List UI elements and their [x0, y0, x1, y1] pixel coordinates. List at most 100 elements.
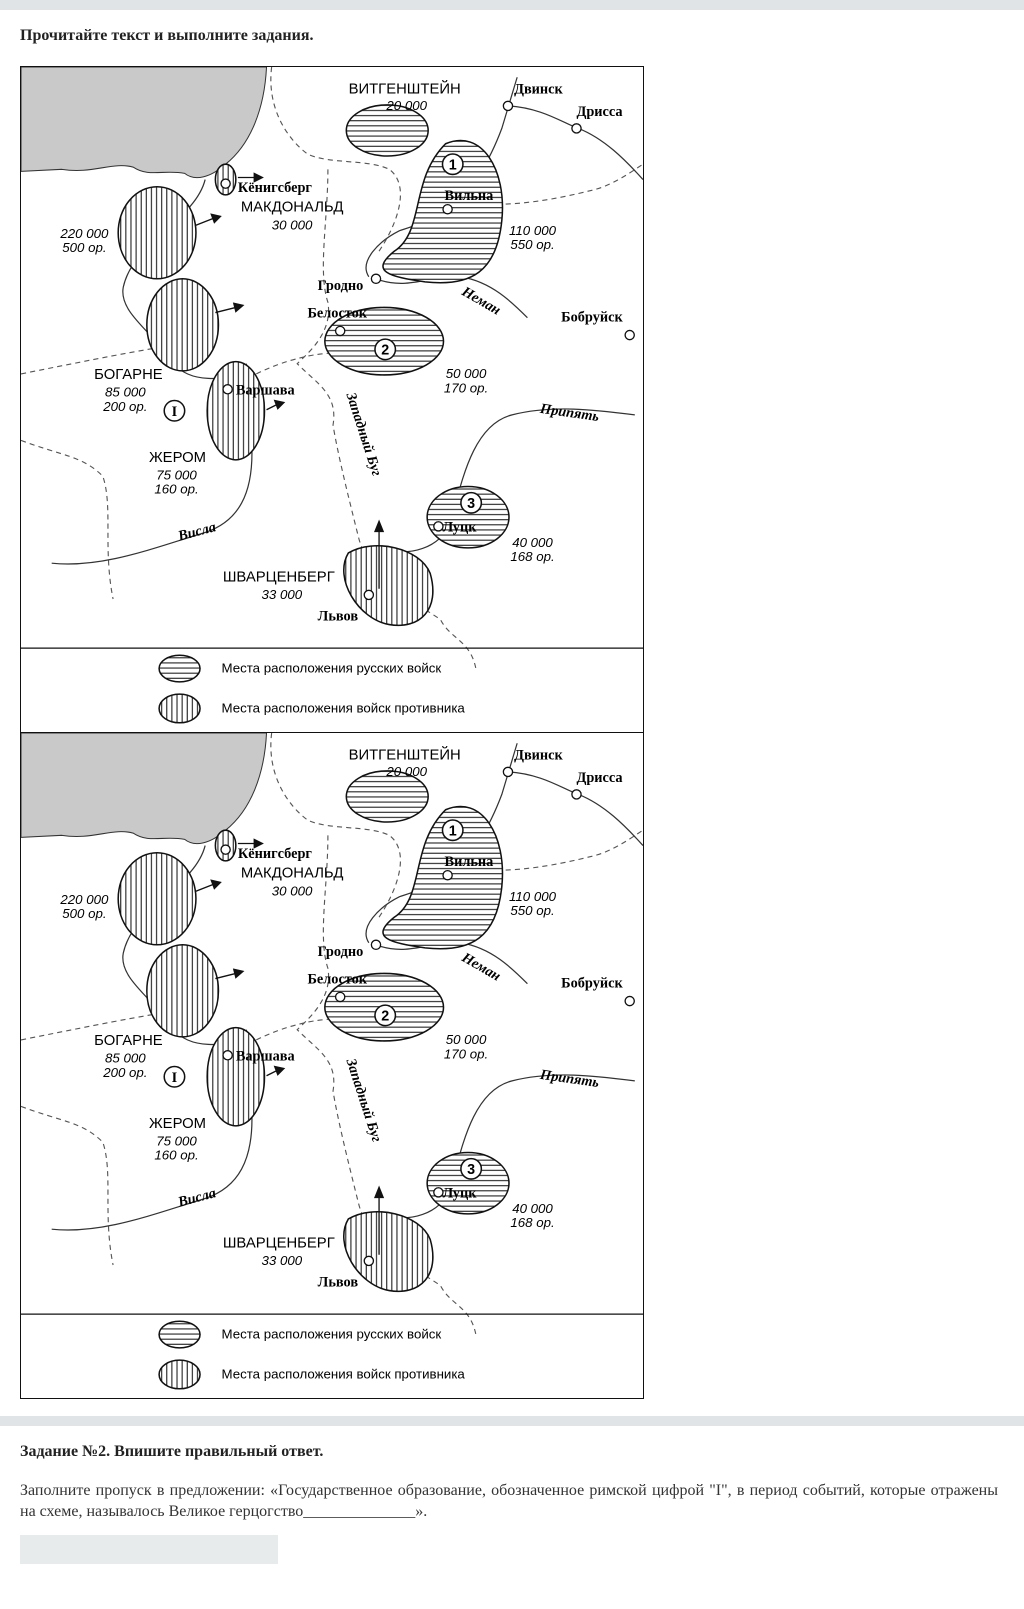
- first-army-area: [382, 139, 504, 284]
- label-wittgenstein-n: 20 000: [385, 98, 427, 113]
- label-army1-g: 550 ор.: [510, 237, 554, 252]
- city-bobruisk: Бобруйск: [561, 310, 623, 326]
- river-pripyat: Припять: [538, 1067, 600, 1091]
- city-dots: [220, 100, 635, 601]
- label-army2-n: 50 000: [446, 1032, 487, 1047]
- sea: [21, 733, 268, 845]
- city-vilna: Вильна: [445, 854, 494, 870]
- task-question: Заполните пропуск в предложении: «Госуда…: [20, 1482, 998, 1520]
- section-divider: [0, 1416, 1024, 1426]
- label-jerome-g: 160 ор.: [154, 1148, 198, 1163]
- legend-enemy-swatch: [158, 693, 201, 724]
- wittgenstein-army-area: [345, 104, 429, 157]
- city-bialystok: Белосток: [307, 972, 367, 988]
- city-konigsberg: Кёнигсберг: [238, 180, 313, 196]
- label-bogarne-g: 200 ор.: [102, 399, 147, 414]
- legend-enemy: Места расположения войск противника: [222, 701, 466, 716]
- label-macdonald-n: 30 000: [272, 884, 313, 899]
- first-army-area: [382, 805, 504, 950]
- label-army3-g: 168 ор.: [510, 1215, 554, 1230]
- label-schwarzenberg: ШВАРЦЕНБЕРГ: [223, 1236, 335, 1252]
- roman-marker-i: I: [172, 404, 178, 420]
- legend-russian-swatch: [158, 1320, 201, 1349]
- river-neman: Неман: [458, 949, 503, 984]
- legend-enemy-swatch: [158, 1359, 201, 1390]
- legend-russian-swatch: [158, 654, 201, 683]
- warsaw-enemy-area: [206, 360, 266, 461]
- city-bobruisk: Бобруйск: [561, 976, 623, 992]
- city-warsaw: Варшава: [236, 1048, 295, 1064]
- third-army-area: [426, 485, 510, 549]
- army-marker-2: 2: [381, 342, 389, 358]
- bogarne-enemy-area: [146, 278, 220, 372]
- roman-marker-i: I: [172, 1070, 178, 1086]
- label-wittgenstein: ВИТГЕНШТЕЙН: [349, 746, 461, 764]
- warsaw-enemy-area: [206, 1026, 266, 1127]
- army-marker-1: 1: [449, 157, 457, 173]
- label-army1-g: 550 ор.: [510, 903, 554, 918]
- river-bug: Западный Буг: [342, 390, 384, 478]
- city-lviv: Львов: [318, 608, 359, 624]
- river-bug: Западный Буг: [342, 1056, 384, 1144]
- river-neman: Неман: [458, 283, 503, 318]
- label-jerome-g: 160 ор.: [154, 482, 198, 497]
- city-dvinsk: Двинск: [514, 82, 563, 98]
- label-army2-g: 170 ор.: [444, 1046, 488, 1061]
- label-wittgenstein: ВИТГЕНШТЕЙН: [349, 80, 461, 98]
- city-konigsberg: Кёнигсберг: [238, 846, 313, 862]
- army-marker-1: 1: [449, 823, 457, 839]
- label-army3-n: 40 000: [512, 535, 553, 550]
- label-west-n: 220 000: [59, 892, 109, 907]
- label-army1-n: 110 000: [509, 889, 557, 904]
- label-army2-g: 170 ор.: [444, 380, 488, 395]
- third-army-area: [426, 1151, 510, 1215]
- label-macdonald: МАКДОНАЛЬД: [241, 865, 344, 881]
- label-bogarne: БОГАРНЕ: [94, 367, 163, 383]
- city-dvinsk: Двинск: [514, 748, 563, 764]
- page-title: Прочитайте текст и выполните задания.: [20, 27, 314, 44]
- city-grodno: Гродно: [318, 278, 364, 294]
- label-west-g: 500 ор.: [62, 240, 106, 255]
- label-army3-n: 40 000: [512, 1201, 553, 1216]
- label-jerome: ЖЕРОМ: [149, 450, 206, 466]
- label-schwarzenberg-n: 33 000: [262, 587, 303, 602]
- west-enemy-area: [117, 185, 197, 280]
- map-scheme: 1 2 3 I ВИТГЕНШТЕЙН 20 000 МАКДОНАЛЬД 30…: [20, 66, 644, 733]
- label-army1-n: 110 000: [509, 223, 557, 238]
- label-bogarne-n: 85 000: [105, 1050, 146, 1065]
- label-bogarne: БОГАРНЕ: [94, 1033, 163, 1049]
- label-jerome-n: 75 000: [156, 1133, 197, 1148]
- city-dots: [220, 766, 635, 1267]
- army-marker-3: 3: [467, 1162, 475, 1178]
- city-bialystok: Белосток: [307, 306, 367, 322]
- legend-russian: Места расположения русских войск: [222, 661, 442, 676]
- label-jerome-n: 75 000: [156, 467, 197, 482]
- city-lutsk: Луцк: [442, 1185, 477, 1201]
- label-macdonald-n: 30 000: [272, 218, 313, 233]
- label-bogarne-n: 85 000: [105, 384, 146, 399]
- arrows: [194, 838, 385, 1255]
- label-west-g: 500 ор.: [62, 906, 106, 921]
- river-vistula: Висла: [175, 1185, 217, 1211]
- map-scheme-copy: 1 2 3 I ВИТГЕНШТЕЙН 20 000 МАКДОНАЛЬД 30…: [20, 732, 644, 1399]
- answer-input[interactable]: [20, 1535, 278, 1564]
- river-vistula: Висла: [175, 519, 217, 545]
- label-macdonald: МАКДОНАЛЬД: [241, 199, 344, 215]
- schwarzenberg-enemy-area: [343, 545, 434, 627]
- label-bogarne-g: 200 ор.: [102, 1065, 147, 1080]
- city-drissa: Дрисса: [577, 104, 623, 120]
- city-vilna: Вильна: [445, 188, 494, 204]
- city-lviv: Львов: [318, 1274, 359, 1290]
- schwarzenberg-enemy-area: [343, 1211, 434, 1293]
- arrows: [194, 172, 385, 589]
- sea: [21, 67, 268, 179]
- label-west-n: 220 000: [59, 226, 109, 241]
- legend-enemy: Места расположения войск противника: [222, 1367, 466, 1382]
- label-jerome: ЖЕРОМ: [149, 1116, 206, 1132]
- city-grodno: Гродно: [318, 944, 364, 960]
- river-pripyat: Припять: [538, 401, 600, 425]
- wittgenstein-army-area: [345, 770, 429, 823]
- top-bar: [0, 0, 1024, 10]
- label-army2-n: 50 000: [446, 366, 487, 381]
- city-warsaw: Варшава: [236, 382, 295, 398]
